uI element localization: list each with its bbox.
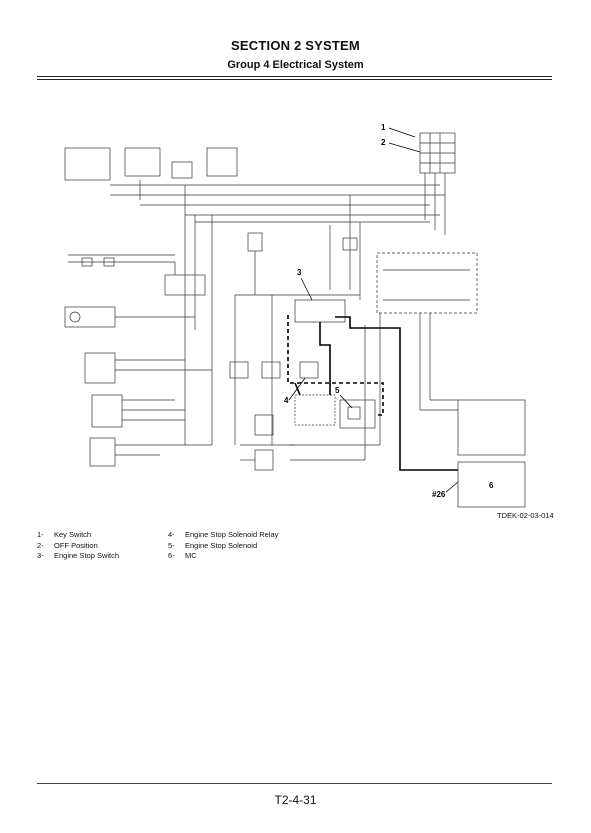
mc-box-upper bbox=[457, 399, 526, 456]
callout-2: 2 bbox=[381, 138, 386, 147]
header-rule-thin bbox=[37, 79, 552, 80]
callout-1: 1 bbox=[381, 123, 386, 132]
controller-box bbox=[206, 147, 238, 177]
legend-label: Engine Stop Switch bbox=[54, 551, 120, 560]
legend-number: 6- bbox=[168, 551, 175, 560]
engine-stop-solenoid bbox=[339, 399, 376, 429]
legend-right: 4- Engine Stop Solenoid Relay 5- Engine St… bbox=[168, 530, 278, 562]
callout-26: #26 bbox=[432, 490, 446, 499]
legend-label: OFF Position bbox=[54, 540, 98, 550]
legend-item: 5- Engine Stop Solenoid bbox=[168, 541, 278, 552]
footer-rule bbox=[37, 783, 552, 784]
legend-item: 2- OFF Position bbox=[37, 541, 119, 552]
group-title: Group 4 Electrical System bbox=[227, 59, 364, 71]
legend-number: 4- bbox=[168, 530, 175, 539]
callout-5: 5 bbox=[335, 386, 340, 395]
relay-symbol-1 bbox=[229, 361, 249, 379]
legend-left: 1- Key Switch 2- OFF Position 3- Engine Sto… bbox=[37, 530, 119, 562]
sensor-box-1 bbox=[91, 394, 123, 428]
relay-block bbox=[164, 274, 206, 296]
page-number: T2-4-31 bbox=[274, 793, 317, 807]
sensor-box-2 bbox=[89, 437, 116, 467]
legend-label: Engine Stop Solenoid bbox=[185, 540, 258, 550]
mc-box bbox=[457, 461, 526, 508]
relay-symbol-2 bbox=[261, 361, 281, 379]
legend-number: 1- bbox=[37, 530, 44, 539]
figure-code: TDEK-02-03-014 bbox=[497, 511, 554, 520]
fuse-box-1 bbox=[64, 147, 111, 181]
connector-center bbox=[247, 232, 263, 252]
header-rule bbox=[37, 76, 552, 77]
legend-number: 3- bbox=[37, 551, 44, 560]
relay-symbol-3 bbox=[299, 361, 319, 379]
legend-item: 1- Key Switch bbox=[37, 530, 119, 541]
legend-item: 3- Engine Stop Switch bbox=[37, 551, 119, 562]
engine-stop-solenoid-relay bbox=[294, 394, 336, 426]
callout-3: 3 bbox=[297, 268, 302, 277]
engine-stop-switch bbox=[294, 299, 346, 323]
relay-box-1 bbox=[124, 147, 161, 177]
relay-symbol-5 bbox=[254, 449, 274, 471]
legend-item: 6- MC bbox=[168, 551, 278, 562]
controller-bank bbox=[376, 252, 478, 314]
relay-box-2 bbox=[171, 161, 193, 179]
starter-box bbox=[84, 352, 116, 384]
relay-symbol-6 bbox=[342, 237, 358, 251]
section-title: SECTION 2 SYSTEM bbox=[231, 38, 360, 53]
alternator-box bbox=[64, 306, 116, 328]
legend-label: MC bbox=[185, 551, 197, 560]
legend-label: Key Switch bbox=[54, 530, 92, 539]
legend-number: 2- bbox=[37, 540, 44, 550]
callout-4: 4 bbox=[284, 396, 289, 405]
legend-label: Engine Stop Solenoid Relay bbox=[185, 530, 279, 539]
callout-6: 6 bbox=[489, 481, 494, 490]
legend-number: 5- bbox=[168, 540, 175, 550]
relay-symbol-4 bbox=[254, 414, 274, 436]
legend-item: 4- Engine Stop Solenoid Relay bbox=[168, 530, 278, 541]
